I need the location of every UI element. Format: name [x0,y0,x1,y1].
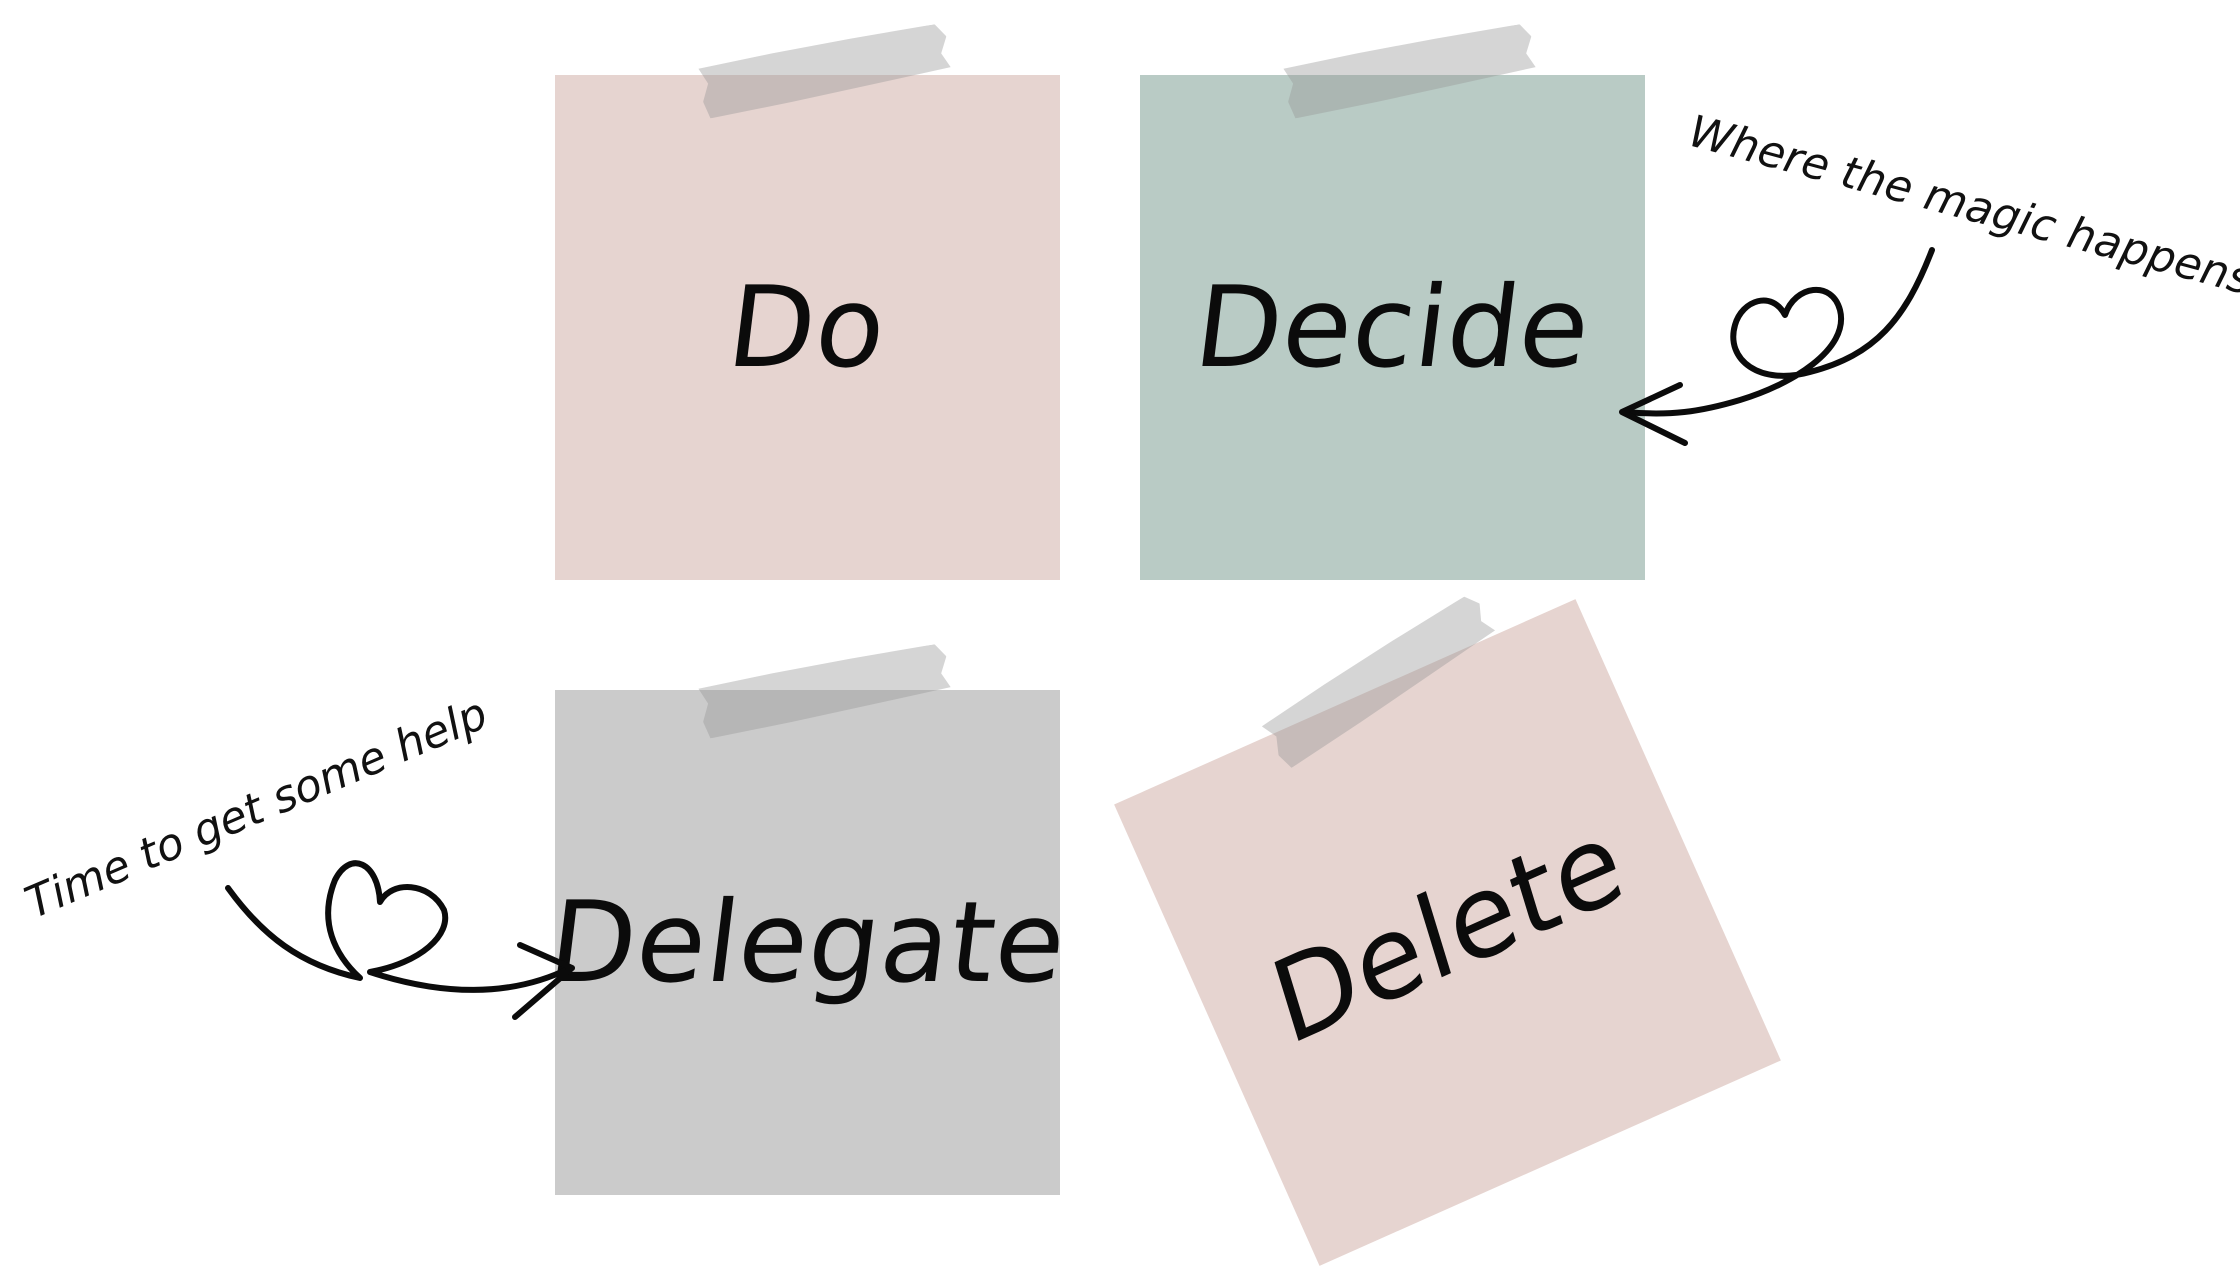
sticky-note-delete: Delete [1114,599,1781,1266]
note-label-do: Do [721,262,894,393]
heart-loop-arrow-icon [225,860,575,1020]
heart-loop-arrow-icon [1619,247,1935,446]
sticky-note-do: Do [555,75,1060,580]
note-label-delegate: Delegate [541,877,1074,1008]
note-label-decide: Decide [1187,262,1598,393]
note-label-delete: Delete [1257,793,1638,1072]
sticky-note-delegate: Delegate [542,690,1073,1195]
sticky-note-decide: Decide [1140,75,1645,580]
annotation-decide: Where the magic happens [1683,105,2240,306]
annotation-delegate: Time to get some help [18,688,495,929]
